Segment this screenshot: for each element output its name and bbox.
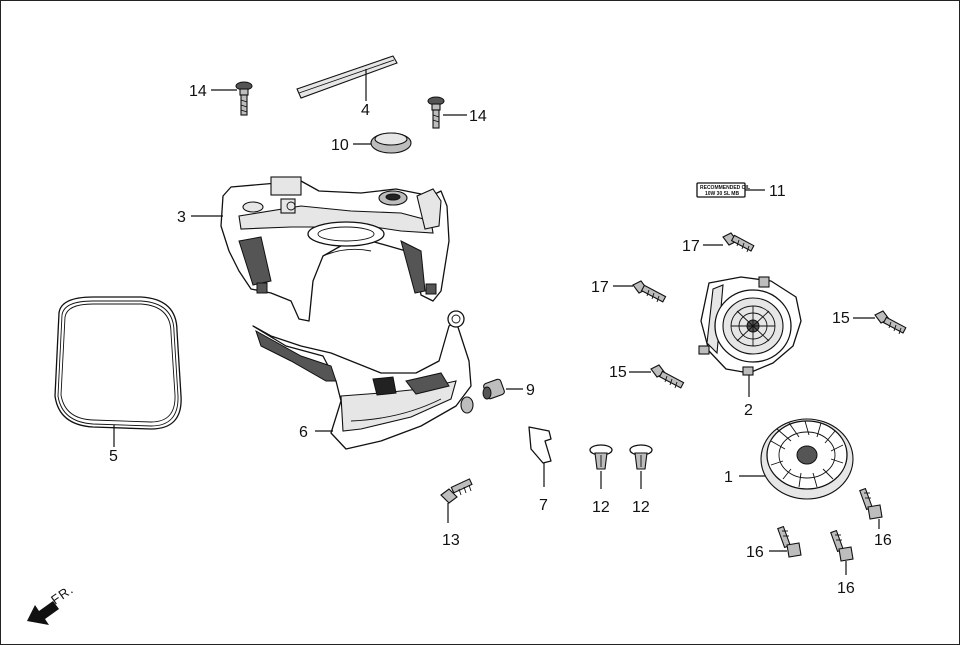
callout-15-right: 15: [832, 310, 850, 327]
part-16-bolt-right: [859, 487, 883, 520]
callout-13: 13: [442, 532, 460, 549]
callout-16-right: 16: [874, 532, 892, 549]
part-17-bolt-upper: [722, 232, 755, 253]
part-11-oil-label: RECOMMENDED OIL 10W 30 SL MB: [696, 182, 750, 198]
part-4-seal-strip: [296, 55, 398, 99]
callout-1: 1: [724, 469, 733, 486]
callout-12-right: 12: [632, 499, 650, 516]
callout-2: 2: [744, 402, 753, 419]
part-16-bolt-left: [777, 525, 802, 558]
callout-12-left: 12: [592, 499, 610, 516]
oil-label-line2: 10W 30 SL MB: [705, 191, 739, 197]
part-9-cap: [482, 378, 505, 400]
part-14-bolt-left: [235, 81, 253, 116]
callout-11: 11: [769, 183, 786, 200]
part-17-bolt-lower: [632, 280, 667, 303]
part-6-lower-shroud: [252, 310, 474, 450]
callout-17-lower: 17: [591, 279, 609, 296]
callout-15-left: 15: [609, 364, 627, 381]
oil-label-line1: RECOMMENDED OIL: [700, 185, 750, 191]
front-direction-indicator: FR.: [27, 581, 76, 625]
callout-17-upper: 17: [682, 238, 700, 255]
part-3-upper-shroud: [220, 176, 450, 322]
part-12-clip-right: [629, 444, 653, 470]
callout-5: 5: [109, 448, 118, 465]
part-7-bracket: [528, 426, 552, 464]
front-arrow-icon: [27, 601, 59, 625]
part-10-grommet: [370, 132, 412, 154]
callout-10: 10: [331, 137, 349, 154]
part-1-cooling-fan: [760, 418, 854, 500]
callout-16-left: 16: [746, 544, 764, 561]
part-16-bolt-middle: [830, 529, 854, 562]
callout-3: 3: [177, 209, 186, 226]
callout-14-left: 14: [189, 83, 207, 100]
part-5-gasket: [54, 296, 182, 430]
callout-9: 9: [526, 382, 535, 399]
callout-14-right: 14: [469, 108, 487, 125]
callout-6: 6: [299, 424, 308, 441]
callout-4: 4: [361, 102, 370, 119]
callout-16-middle: 16: [837, 580, 855, 597]
part-12-clip-left: [589, 444, 613, 470]
part-15-bolt-left: [650, 364, 685, 389]
callout-7: 7: [539, 497, 548, 514]
part-2-fan-cover: [698, 276, 802, 376]
part-14-bolt-right: [427, 96, 445, 129]
part-15-bolt-right: [874, 310, 907, 335]
part-13-bolt: [440, 478, 473, 504]
